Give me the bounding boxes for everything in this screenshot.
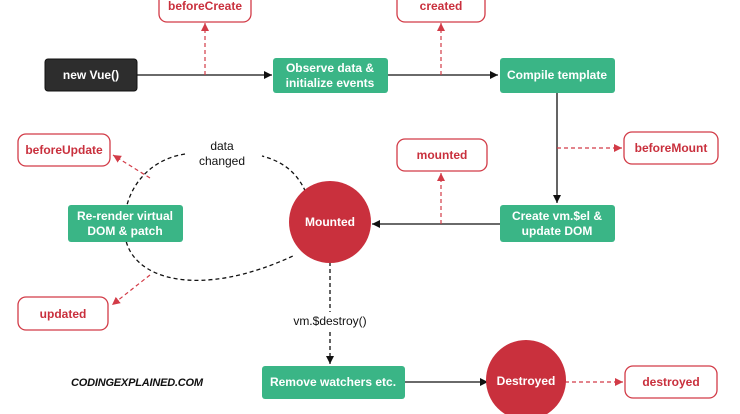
update-loop-path: [123, 153, 309, 282]
vm-destroy-label-bg: [285, 312, 375, 330]
data-changed-label-2: changed: [199, 154, 245, 168]
rerender-node: Re-render virtual DOM & patch: [68, 205, 183, 242]
mounted-state: Mounted: [289, 181, 371, 263]
hook-destroyed: destroyed: [624, 365, 718, 399]
compile-template-label: Compile template: [507, 68, 607, 82]
observe-data-label-2: initialize events: [286, 76, 375, 90]
hook-before-mount-label: beforeMount: [635, 141, 708, 155]
compile-template-node: Compile template: [500, 58, 615, 93]
hook-arrow-before-update: [112, 154, 151, 179]
mounted-state-label: Mounted: [305, 215, 355, 229]
create-el-label-1: Create vm.$el &: [512, 209, 602, 223]
vm-destroy-label: vm.$destroy(): [293, 314, 366, 328]
hook-created: created: [396, 0, 486, 23]
hook-updated-label: updated: [40, 307, 87, 321]
observe-data-label-1: Observe data &: [286, 61, 374, 75]
destroyed-state: Destroyed: [486, 340, 566, 414]
rerender-label-1: Re-render virtual: [77, 209, 173, 223]
rerender-label-2: DOM & patch: [87, 224, 162, 238]
new-vue-node: new Vue(): [44, 58, 138, 92]
hook-created-label: created: [420, 0, 463, 13]
remove-watchers-label: Remove watchers etc.: [270, 375, 396, 389]
hook-before-create: beforeCreate: [158, 0, 252, 23]
create-el-label-2: update DOM: [522, 224, 593, 238]
destroyed-state-label: Destroyed: [497, 374, 556, 388]
hook-before-create-label: beforeCreate: [168, 0, 242, 13]
hook-mounted-label: mounted: [417, 148, 468, 162]
hook-before-update: beforeUpdate: [17, 133, 111, 167]
hook-before-mount: beforeMount: [623, 131, 719, 165]
observe-data-node: Observe data & initialize events: [273, 58, 388, 93]
hook-updated: updated: [17, 296, 109, 331]
hook-arrow-updated: [111, 274, 151, 306]
create-el-node: Create vm.$el & update DOM: [500, 205, 615, 242]
hook-mounted: mounted: [396, 138, 488, 172]
data-changed-label-1: data: [210, 139, 234, 153]
remove-watchers-node: Remove watchers etc.: [262, 366, 405, 399]
hook-before-update-label: beforeUpdate: [25, 143, 103, 157]
new-vue-label: new Vue(): [63, 68, 119, 82]
brand-watermark: CODINGEXPLAINED.COM: [71, 377, 204, 389]
hook-destroyed-label: destroyed: [642, 375, 699, 389]
